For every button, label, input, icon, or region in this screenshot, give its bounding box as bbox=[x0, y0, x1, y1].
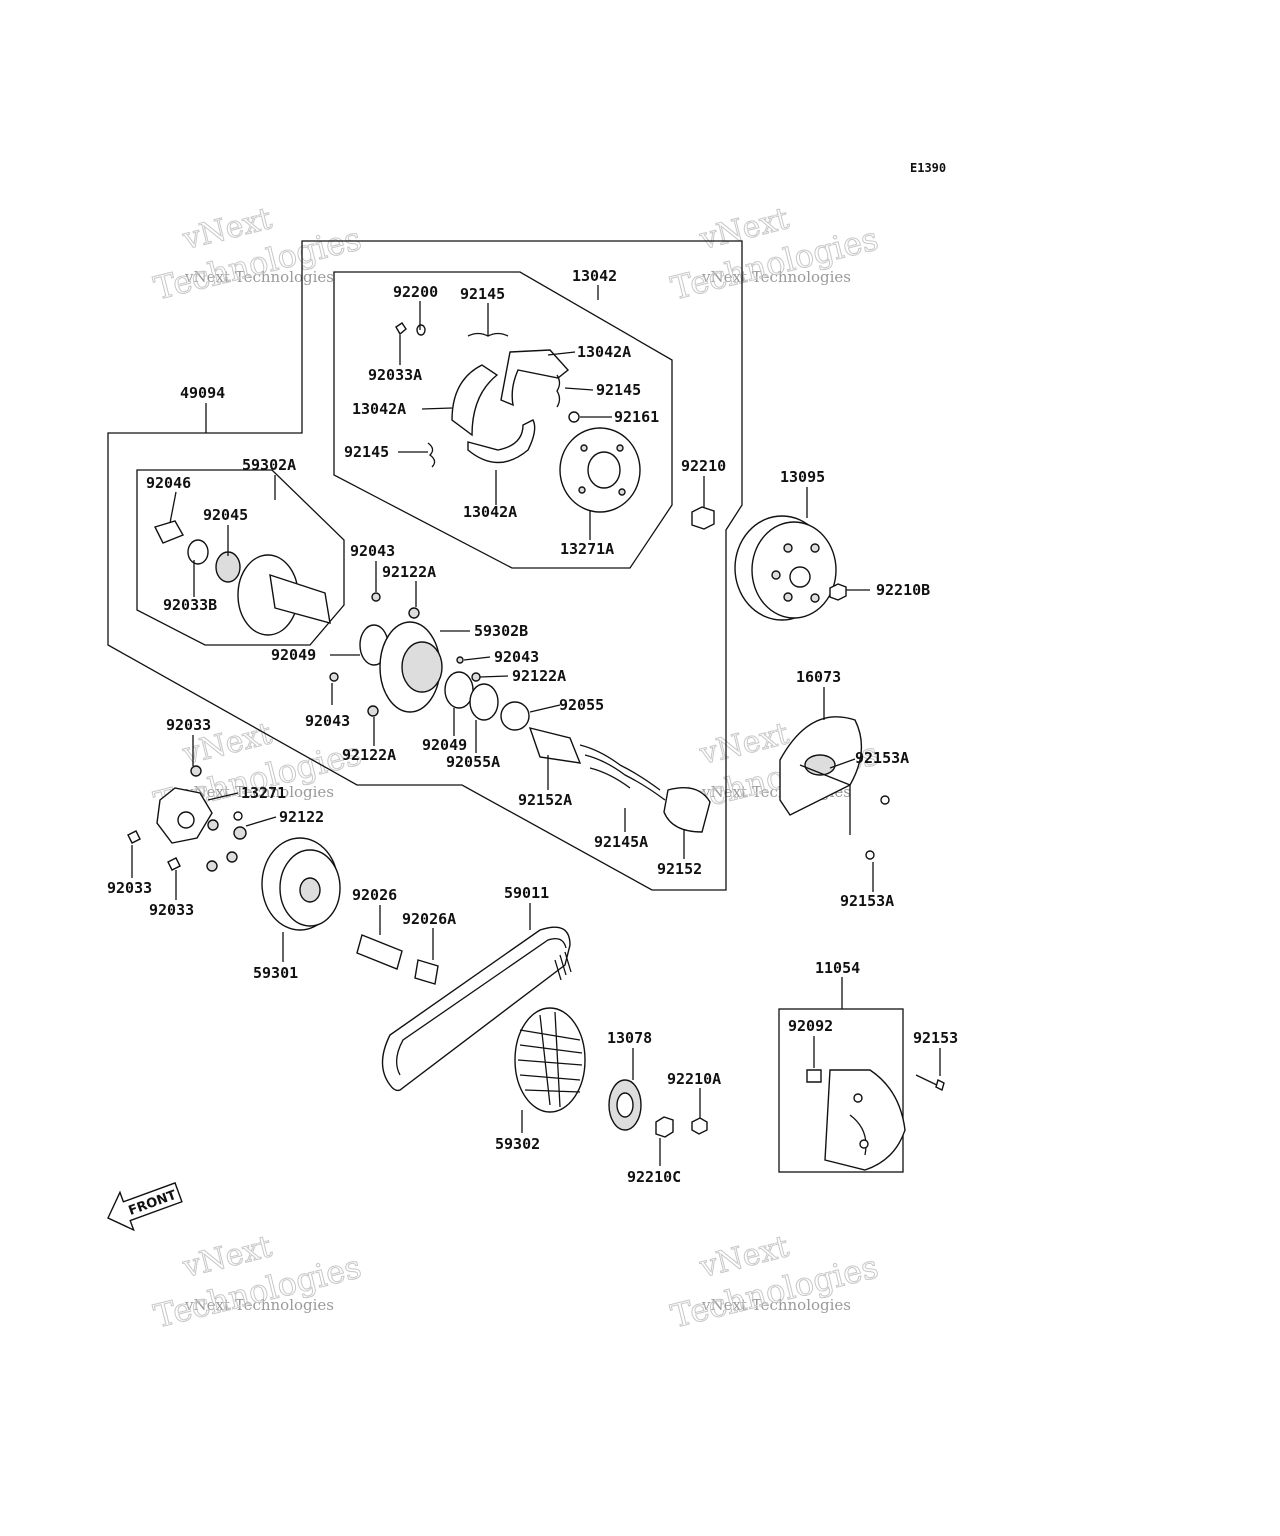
part-label: 92210A bbox=[667, 1070, 721, 1088]
part-label: 92033B bbox=[163, 596, 217, 614]
svg-text:vNext Technologies: vNext Technologies bbox=[701, 268, 851, 286]
assembly-outline-49094 bbox=[107, 240, 743, 891]
svg-text:vNext Technologies: vNext Technologies bbox=[184, 268, 334, 286]
part-label: 92043 bbox=[305, 712, 350, 730]
watermark-top-left: vNext vNext Technologies Technologies bbox=[150, 201, 366, 308]
part-label: 92033A bbox=[368, 366, 422, 384]
collars-92026 bbox=[356, 934, 439, 985]
part-label: 13078 bbox=[607, 1029, 652, 1047]
part-label: 13271A bbox=[560, 540, 614, 558]
watermark-top-right: vNext vNext Technologies Technologies bbox=[667, 201, 883, 308]
clutch-plate-13271A bbox=[559, 427, 641, 513]
part-label: 92122 bbox=[279, 808, 324, 826]
part-label: 13042A bbox=[352, 400, 406, 418]
part-label: 13042A bbox=[577, 343, 631, 361]
svg-text:vNext Technologies: vNext Technologies bbox=[701, 1296, 851, 1314]
part-label: 92092 bbox=[788, 1017, 833, 1035]
part-label: 92045 bbox=[203, 506, 248, 524]
part-label: 92153A bbox=[840, 892, 894, 910]
part-label: 49094 bbox=[180, 384, 225, 402]
part-label: 92145A bbox=[594, 833, 648, 851]
clutch-shoe-parts bbox=[395, 322, 580, 468]
part-label: 92043 bbox=[350, 542, 395, 560]
part-label: 92210B bbox=[876, 581, 930, 599]
part-label: 92210 bbox=[681, 457, 726, 475]
part-label: 92026 bbox=[352, 886, 397, 904]
sheave-59302B bbox=[329, 592, 711, 833]
fan-59302 bbox=[514, 1007, 586, 1113]
part-label: 92033 bbox=[166, 716, 211, 734]
part-label: 13042 bbox=[572, 267, 617, 285]
part-label: 16073 bbox=[796, 668, 841, 686]
watermark-bottom-right: vNext vNext Technologies Technologies bbox=[667, 1229, 883, 1336]
part-label: 92145 bbox=[344, 443, 389, 461]
part-label: 92122A bbox=[382, 563, 436, 581]
diagram-code: E1390 bbox=[910, 161, 946, 175]
part-label: 13042A bbox=[463, 503, 517, 521]
part-label: 92145 bbox=[460, 285, 505, 303]
part-label: 92152 bbox=[657, 860, 702, 878]
svg-text:vNext Technologies: vNext Technologies bbox=[184, 1296, 334, 1314]
group-outline-11054 bbox=[778, 1008, 904, 1173]
part-label: 92161 bbox=[614, 408, 659, 426]
part-label: 92122A bbox=[512, 667, 566, 685]
part-label: 59302 bbox=[495, 1135, 540, 1153]
part-label: 92153A bbox=[855, 749, 909, 767]
part-label: 92033 bbox=[107, 879, 152, 897]
sheave-59302A bbox=[154, 520, 331, 636]
part-label: 92122A bbox=[342, 746, 396, 764]
part-label: 92210C bbox=[627, 1168, 681, 1186]
part-label: 92033 bbox=[149, 901, 194, 919]
part-label: 13095 bbox=[780, 468, 825, 486]
leader-lines bbox=[131, 285, 941, 1166]
part-label: 59011 bbox=[504, 884, 549, 902]
ring-13078 bbox=[608, 1079, 708, 1138]
watermark-bottom-left: vNext vNext Technologies Technologies bbox=[150, 1229, 366, 1336]
part-label: 13271 bbox=[241, 784, 286, 802]
bracket-11054 bbox=[806, 1069, 945, 1171]
cover-16073 bbox=[779, 716, 890, 860]
part-label: 92055A bbox=[446, 753, 500, 771]
pulley-59301 bbox=[261, 837, 341, 931]
part-label: 92049 bbox=[422, 736, 467, 754]
part-label: 92049 bbox=[271, 646, 316, 664]
part-label: 92200 bbox=[393, 283, 438, 301]
part-label: 92145 bbox=[596, 381, 641, 399]
belt-59011 bbox=[381, 926, 572, 1092]
part-label: 11054 bbox=[815, 959, 860, 977]
part-label: 92152A bbox=[518, 791, 572, 809]
group-outline-13042 bbox=[333, 271, 673, 569]
part-label: 92026A bbox=[402, 910, 456, 928]
front-arrow: FRONT bbox=[107, 1182, 183, 1232]
drive-face-13271 bbox=[127, 765, 247, 872]
part-label: 92055 bbox=[559, 696, 604, 714]
part-labels: 92200 92145 13042 92033A 13042A 92145 13… bbox=[107, 267, 958, 1186]
part-label: 59301 bbox=[253, 964, 298, 982]
part-label: 92153 bbox=[913, 1029, 958, 1047]
part-label: 92043 bbox=[494, 648, 539, 666]
part-label: 92046 bbox=[146, 474, 191, 492]
nut-92210 bbox=[691, 506, 715, 530]
clutch-drum-13095 bbox=[734, 515, 847, 621]
group-outline-59302A bbox=[136, 469, 345, 646]
part-label: 59302B bbox=[474, 622, 528, 640]
part-label: 59302A bbox=[242, 456, 296, 474]
